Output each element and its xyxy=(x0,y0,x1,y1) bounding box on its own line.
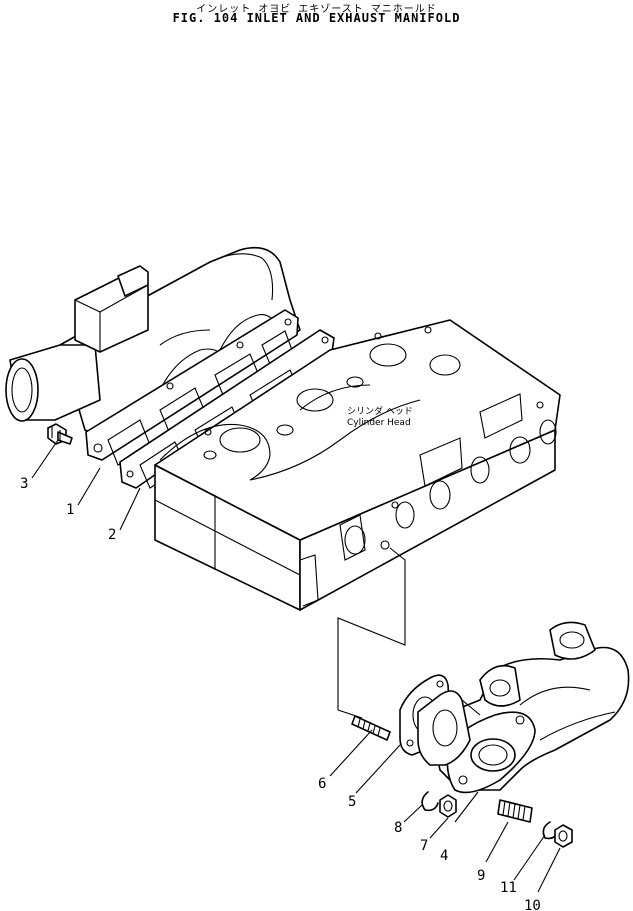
callout-7: 7 xyxy=(420,838,428,854)
callout-9: 9 xyxy=(477,868,485,884)
callout-1: 1 xyxy=(66,502,74,518)
callout-10: 10 xyxy=(524,898,541,911)
figure-title: FIG. 104 INLET AND EXHAUST MANIFOLD xyxy=(172,11,461,25)
callout-2: 2 xyxy=(108,527,116,543)
inlet-manifold-gasket xyxy=(85,309,299,466)
figure-title-japanese: インレット オヨビ エキゾースト マニホールド xyxy=(196,4,437,15)
cylinder-head-label-en: Cylinder Head xyxy=(347,418,411,428)
callout-3: 3 xyxy=(20,476,28,492)
lock-washer-8 xyxy=(421,791,439,812)
callout-4: 4 xyxy=(440,848,448,864)
callout-8: 8 xyxy=(394,820,402,836)
exhaust-adapter xyxy=(417,690,481,766)
cylinder-head xyxy=(154,319,561,611)
nut-7 xyxy=(439,794,457,818)
bolt-3 xyxy=(47,423,73,445)
callout-11: 11 xyxy=(500,880,517,896)
callout-5: 5 xyxy=(348,794,356,810)
stud-bolt-9 xyxy=(497,799,533,823)
inlet-manifold xyxy=(5,246,301,441)
cylinder-head-label-jp: シリンダ ヘッド xyxy=(347,405,413,417)
nut-10 xyxy=(554,824,573,848)
stud-bolt-6 xyxy=(351,715,391,741)
leader-lines xyxy=(31,439,561,893)
callout-6: 6 xyxy=(318,776,326,792)
